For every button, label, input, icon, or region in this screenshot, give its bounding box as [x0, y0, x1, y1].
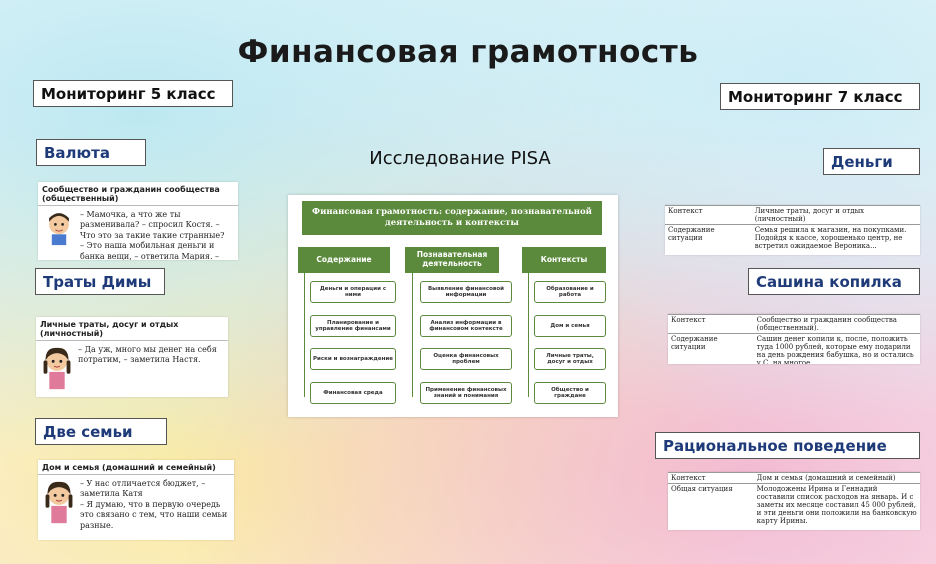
diagram-cell: Риски и вознаграждение: [310, 348, 396, 370]
currency-card-text2: – Это наша мобильная деньги и банка вещи…: [80, 241, 220, 260]
diagram-rail: [304, 273, 305, 397]
money-context-value: Личные траты, досуг и отдых (личностный): [751, 205, 920, 225]
diagram-column-contexts: Контексты: [522, 247, 606, 273]
boy-illustration: [49, 213, 69, 246]
currency-card: Сообщество и гражданин сообщества (общес…: [38, 182, 238, 260]
diagram-cell: Выявление финансовой информации: [420, 281, 512, 303]
dima-card-context: Личные траты, досуг и отдых (личностный): [36, 317, 228, 341]
diagram-column-cognitive: Познавательная деятельность: [405, 247, 499, 273]
diagram-cell: Общество и граждане: [534, 382, 606, 404]
sasha-context-value: Сообщество и гражданин сообщества (общес…: [753, 314, 920, 334]
currency-label: Валюта: [36, 139, 146, 166]
diagram-cell: Анализ информации в финансовом контексте: [420, 315, 512, 337]
money-label: Деньги: [823, 148, 920, 175]
pisa-diagram: Финансовая грамотность: содержание, позн…: [288, 195, 618, 417]
diagram-cell: Образование и работа: [534, 281, 606, 303]
families-card-text2: – Я думаю, что в первую очередь это связ…: [80, 499, 228, 530]
dima-label: Траты Димы: [35, 268, 165, 295]
diagram-rail: [412, 273, 413, 397]
currency-card-context: Сообщество и гражданин сообщества (общес…: [38, 182, 238, 206]
two-families-label: Две семьи: [35, 418, 167, 445]
diagram-cell: Деньги и операции с ними: [310, 281, 396, 303]
diagram-cell: Применение финансовых знаний и понимания: [420, 382, 512, 404]
monitoring-5-label: Мониторинг 5 класс: [33, 80, 233, 107]
rational-context-value: Дом и семья (домашний и семейный): [753, 472, 920, 484]
diagram-column-content: Содержание: [298, 247, 390, 273]
diagram-cell: Дом и семья: [534, 315, 606, 337]
money-context-key: Контекст: [665, 205, 752, 225]
families-card-context: Дом и семья (домашний и семейный): [38, 460, 234, 475]
diagram-cell: Личные траты, досуг и отдых: [534, 348, 606, 370]
dima-card-text: – Да уж, много мы денег на себя потратим…: [78, 345, 217, 365]
diagram-rail: [528, 273, 529, 397]
sasha-situation-key: Содержание ситуации: [668, 333, 754, 364]
diagram-title: Финансовая грамотность: содержание, позн…: [302, 201, 602, 235]
page-title: Финансовая грамотность: [237, 34, 699, 70]
sasha-situation-value: Сашин денег копили к, после, положить ту…: [753, 333, 920, 364]
pisa-subtitle: Исследование PISA: [369, 148, 551, 169]
rational-context-key: Контекст: [668, 472, 754, 484]
diagram-cell: Финансовая среда: [310, 382, 396, 404]
money-situation-value: Семья решила к магазин, на покупками. По…: [751, 224, 920, 251]
rational-label: Рациональное поведение: [655, 432, 920, 459]
diagram-cell: Оценка финансовых проблем: [420, 348, 512, 370]
currency-card-text: – Мамочка, а что же ты разменивала? – сп…: [80, 210, 225, 240]
diagram-cell: Планирование и управление финансами: [310, 315, 396, 337]
two-families-card: Дом и семья (домашний и семейный) – У на…: [38, 460, 234, 540]
rational-situation-value: Молодожены Ирина и Геннадий составили сп…: [753, 483, 920, 526]
dima-card: Личные траты, досуг и отдых (личностный)…: [36, 317, 228, 397]
girl-illustration: [43, 347, 71, 390]
monitoring-7-label: Мониторинг 7 класс: [720, 83, 920, 110]
families-card-text: – У нас отличается бюджет, – заметила Ка…: [80, 479, 206, 499]
rational-situation-key: Общая ситуация: [668, 483, 754, 526]
sasha-context-key: Контекст: [668, 314, 754, 334]
sasha-label: Сашина копилка: [748, 268, 920, 295]
girl-illustration: [45, 481, 73, 524]
money-situation-key: Содержание ситуации: [665, 224, 752, 251]
